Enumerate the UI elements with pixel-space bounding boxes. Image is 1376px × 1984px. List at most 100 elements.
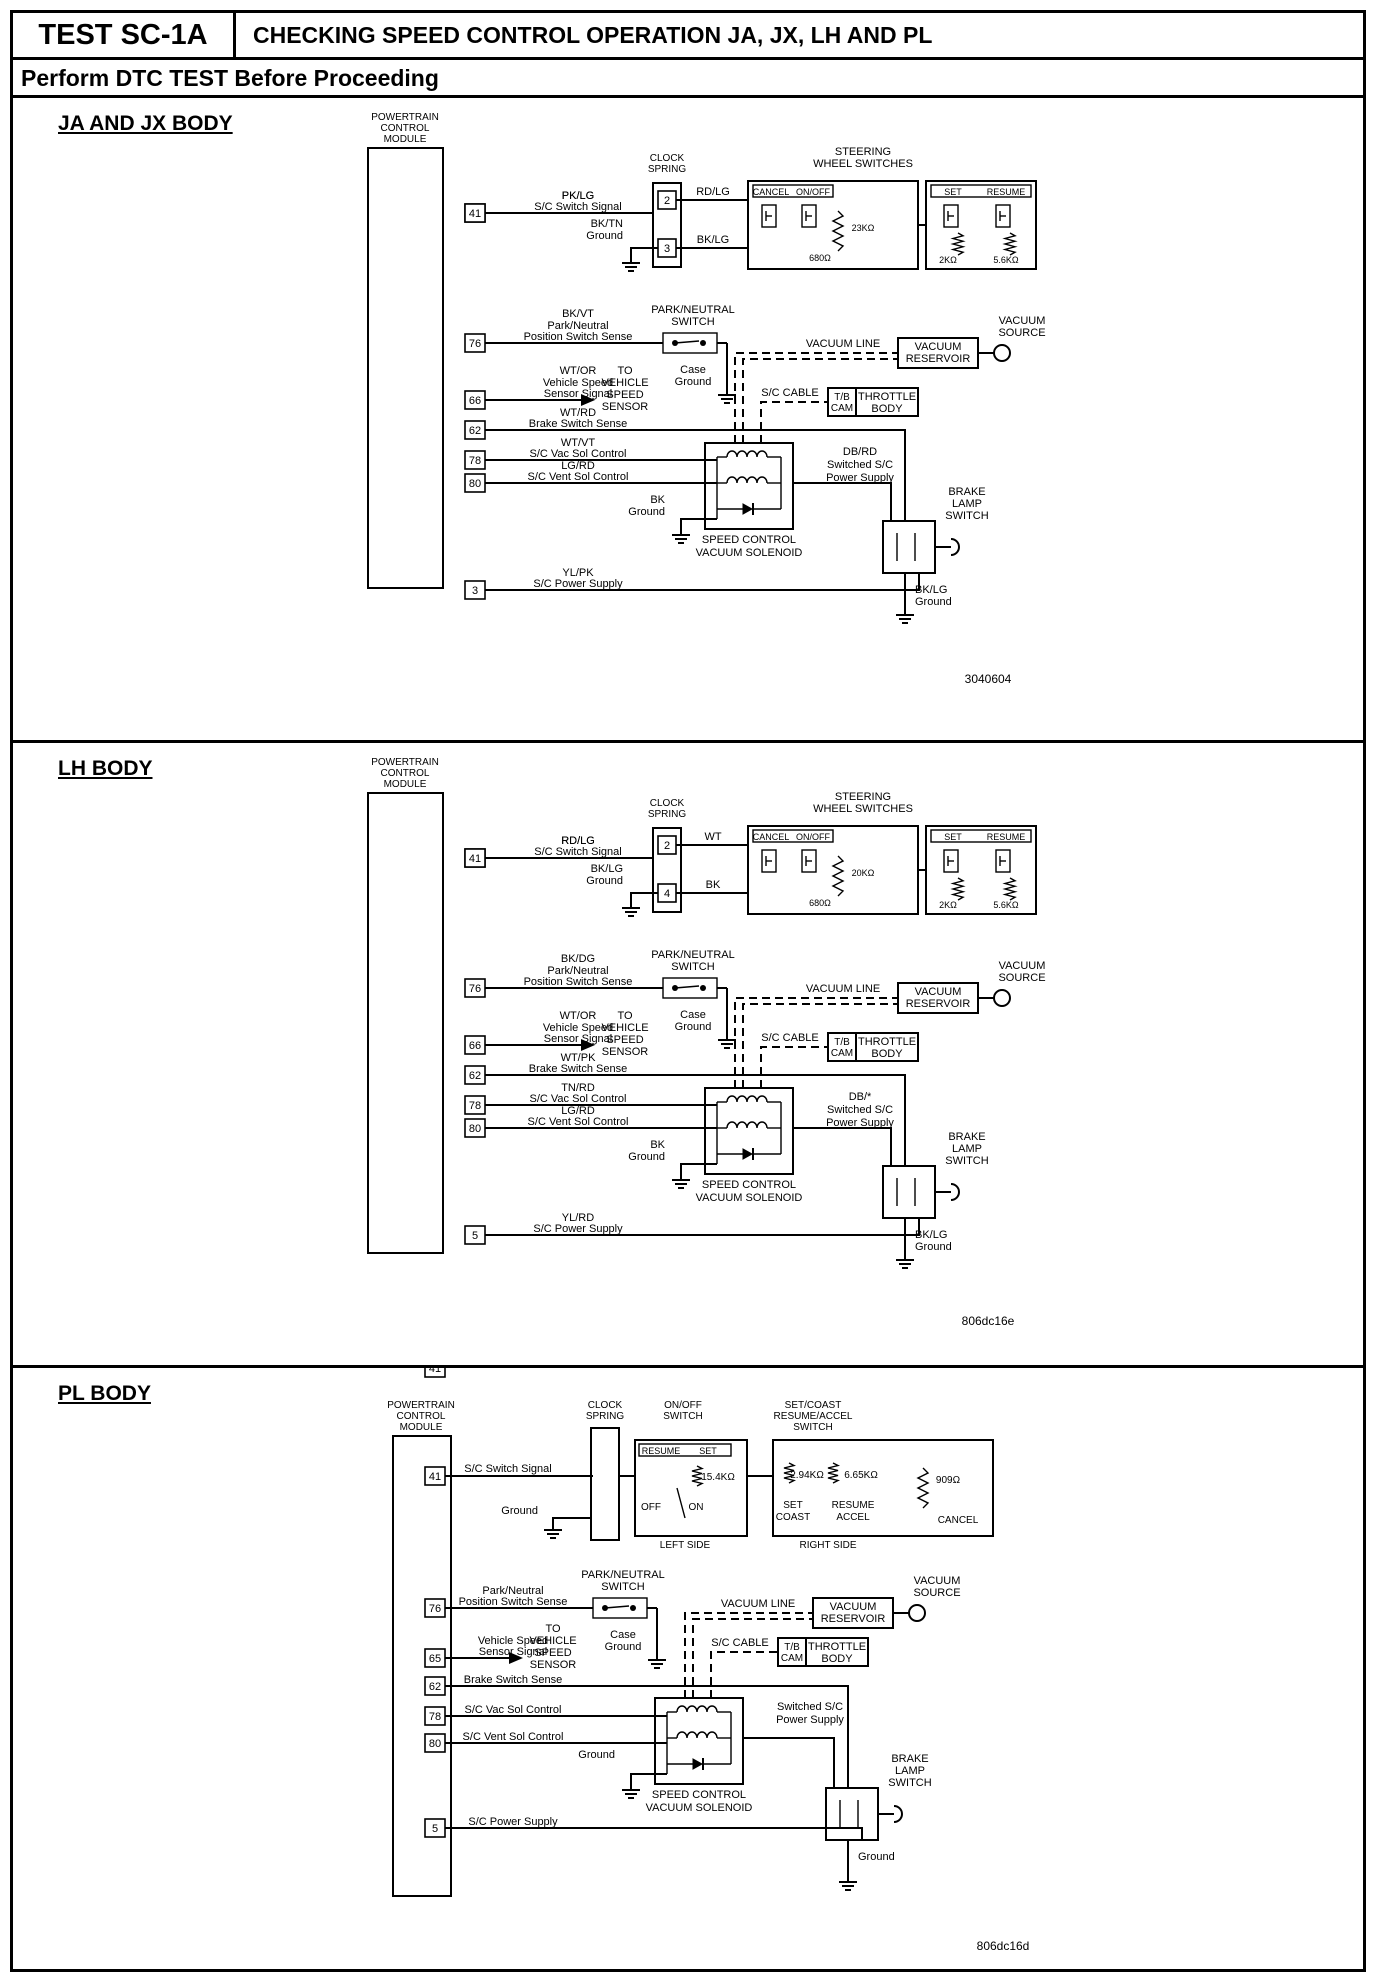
throttle-cam-label: T/B — [784, 1642, 800, 1653]
wire — [680, 518, 717, 535]
brake-lamp-switch-label: BRAKE — [891, 1753, 928, 1765]
connector-pin-number: 62 — [469, 1070, 481, 1082]
wire-color-label: BK/DG — [561, 953, 595, 965]
throttle-body-label: BODY — [821, 1653, 853, 1665]
push-switch-icon — [943, 849, 959, 873]
vehicle-speed-sensor-label: VEHICLE — [601, 1022, 648, 1034]
figure-id: 806dc16e — [962, 1314, 1015, 1328]
solenoid-ground-label: BK — [650, 494, 665, 506]
vacuum-source-label: SOURCE — [913, 1587, 960, 1599]
resistor-icon — [916, 1467, 930, 1509]
arrow-icon — [581, 1039, 595, 1051]
vacuum-source-icon — [993, 989, 1011, 1007]
clock-spring — [652, 827, 682, 913]
clock-spring-label: SPRING — [648, 809, 687, 820]
test-instruction: Perform DTC TEST Before Proceeding — [13, 60, 1363, 98]
s-c-cable — [710, 1651, 778, 1698]
diagram-panel-ja-jx: JA AND JX BODY POWERTRAINCONTROLMODULE41… — [13, 98, 1363, 743]
pcm-label: CONTROL — [381, 768, 430, 779]
wire-color-label: RD/LG — [561, 835, 595, 847]
set-label: SET — [699, 1446, 717, 1456]
pcm-label: POWERTRAIN — [387, 1400, 455, 1411]
connector-pin-number: 3 — [472, 585, 478, 597]
connector-pin-number: 66 — [469, 395, 481, 407]
connector-pin-number: 80 — [469, 478, 481, 490]
vacuum-reservoir-label: RESERVOIR — [906, 998, 971, 1010]
s-c-cable-label: S/C CABLE — [761, 387, 818, 399]
circuit-label: S/C Power Supply — [533, 1223, 623, 1235]
circuit-label: S/C Vac Sol Control — [529, 448, 626, 460]
switch-label-strip — [930, 184, 1032, 198]
switch-label-strip — [752, 829, 834, 843]
switch-contact-icon — [700, 340, 706, 346]
wire — [630, 1773, 667, 1790]
vacuum-source-label: VACUUM — [999, 315, 1046, 327]
connector-pin-number: 80 — [429, 1738, 441, 1750]
circuit-label: S/C Power Supply — [468, 1816, 558, 1828]
switched-power-supply-label: Switched S/C — [827, 1104, 893, 1116]
connector-pin-number: 78 — [469, 1100, 481, 1112]
test-header: TEST SC-1A CHECKING SPEED CONTROL OPERAT… — [13, 13, 1363, 60]
wire-color-label: WT — [704, 831, 721, 843]
resistor-value-label: 2.94KΩ — [790, 1470, 824, 1481]
s-c-cable-label: S/C CABLE — [711, 1637, 768, 1649]
right-side-label: RIGHT SIDE — [799, 1540, 856, 1551]
switched-power-supply-label: Power Supply — [826, 472, 894, 484]
vacuum-line-label: VACUUM LINE — [806, 338, 880, 350]
resume-switch-label: RESUME — [987, 832, 1026, 842]
clock-spring-label: CLOCK — [650, 153, 685, 164]
connector-pin-number: 76 — [469, 983, 481, 995]
vehicle-speed-sensor-label: SPEED — [606, 389, 643, 401]
circuit-label: Sensor Signal — [544, 1033, 613, 1045]
wire — [680, 1163, 717, 1180]
switch-label-strip — [930, 829, 1032, 843]
set-label: SET — [783, 1500, 802, 1511]
coil-icon — [726, 450, 768, 458]
clock-spring-pin-number: 2 — [664, 840, 670, 852]
circuit-label: S/C Switch Signal — [534, 201, 621, 213]
switch-contact-icon — [700, 985, 706, 991]
connector-pin-number: 5 — [472, 1230, 478, 1242]
throttle-body-label: BODY — [871, 403, 903, 415]
vacuum-line-label: VACUUM LINE — [806, 983, 880, 995]
diode-icon — [742, 503, 754, 515]
brake-ground-label: Ground — [915, 1241, 952, 1253]
brake-lamp-switch-label: SWITCH — [945, 1155, 988, 1167]
connector-pin — [464, 848, 486, 868]
clock-spring-pin-number: 3 — [664, 243, 670, 255]
clock-spring — [652, 182, 682, 268]
throttle-cam-label: CAM — [831, 403, 853, 414]
circuit-label: Sensor Signal — [544, 388, 613, 400]
park-neutral-switch-label: SWITCH — [671, 961, 714, 973]
resistor-icon — [1002, 877, 1018, 901]
figure-id: 806dc16d — [977, 1939, 1030, 1953]
cancel-label: CANCEL — [938, 1515, 979, 1526]
vehicle-speed-sensor-label: TO — [617, 365, 633, 377]
resume-switch-label: RESUME — [987, 187, 1026, 197]
vacuum-line — [734, 997, 898, 1088]
resistor-value-label: 2KΩ — [939, 900, 957, 910]
connector-pin-number: 76 — [429, 1603, 441, 1615]
resistor-value-label: 15.4KΩ — [701, 1472, 735, 1483]
circuit-label: Position Switch Sense — [524, 331, 633, 343]
brake-ground-label: Ground — [858, 1851, 895, 1863]
resistor-value-label: 5.6KΩ — [993, 255, 1019, 265]
resistor-value-label: 20KΩ — [852, 868, 875, 878]
vehicle-speed-sensor-label: VEHICLE — [529, 1635, 576, 1647]
wire-color-label: WT/RD — [560, 407, 596, 419]
wire-color-label: YL/RD — [562, 1212, 594, 1224]
solenoid-label: SPEED CONTROL — [702, 1179, 796, 1191]
wire-color-label: BK — [706, 879, 721, 891]
wire — [485, 1074, 906, 1166]
pcm-label: MODULE — [384, 134, 427, 145]
throttle-body-label: THROTTLE — [858, 1036, 916, 1048]
wire-color-label: LG/RD — [561, 460, 595, 472]
connector-pin-number: 41 — [469, 853, 481, 865]
brake-lamp-switch-label: LAMP — [895, 1765, 925, 1777]
connector-pin-number: 41 — [429, 1471, 441, 1483]
case-ground-label: Case — [680, 1009, 706, 1021]
clock-spring-label: CLOCK — [650, 798, 685, 809]
vehicle-speed-sensor-label: SENSOR — [602, 401, 649, 413]
throttle-body — [855, 387, 919, 417]
switched-power-supply-label: Switched S/C — [777, 1701, 843, 1713]
